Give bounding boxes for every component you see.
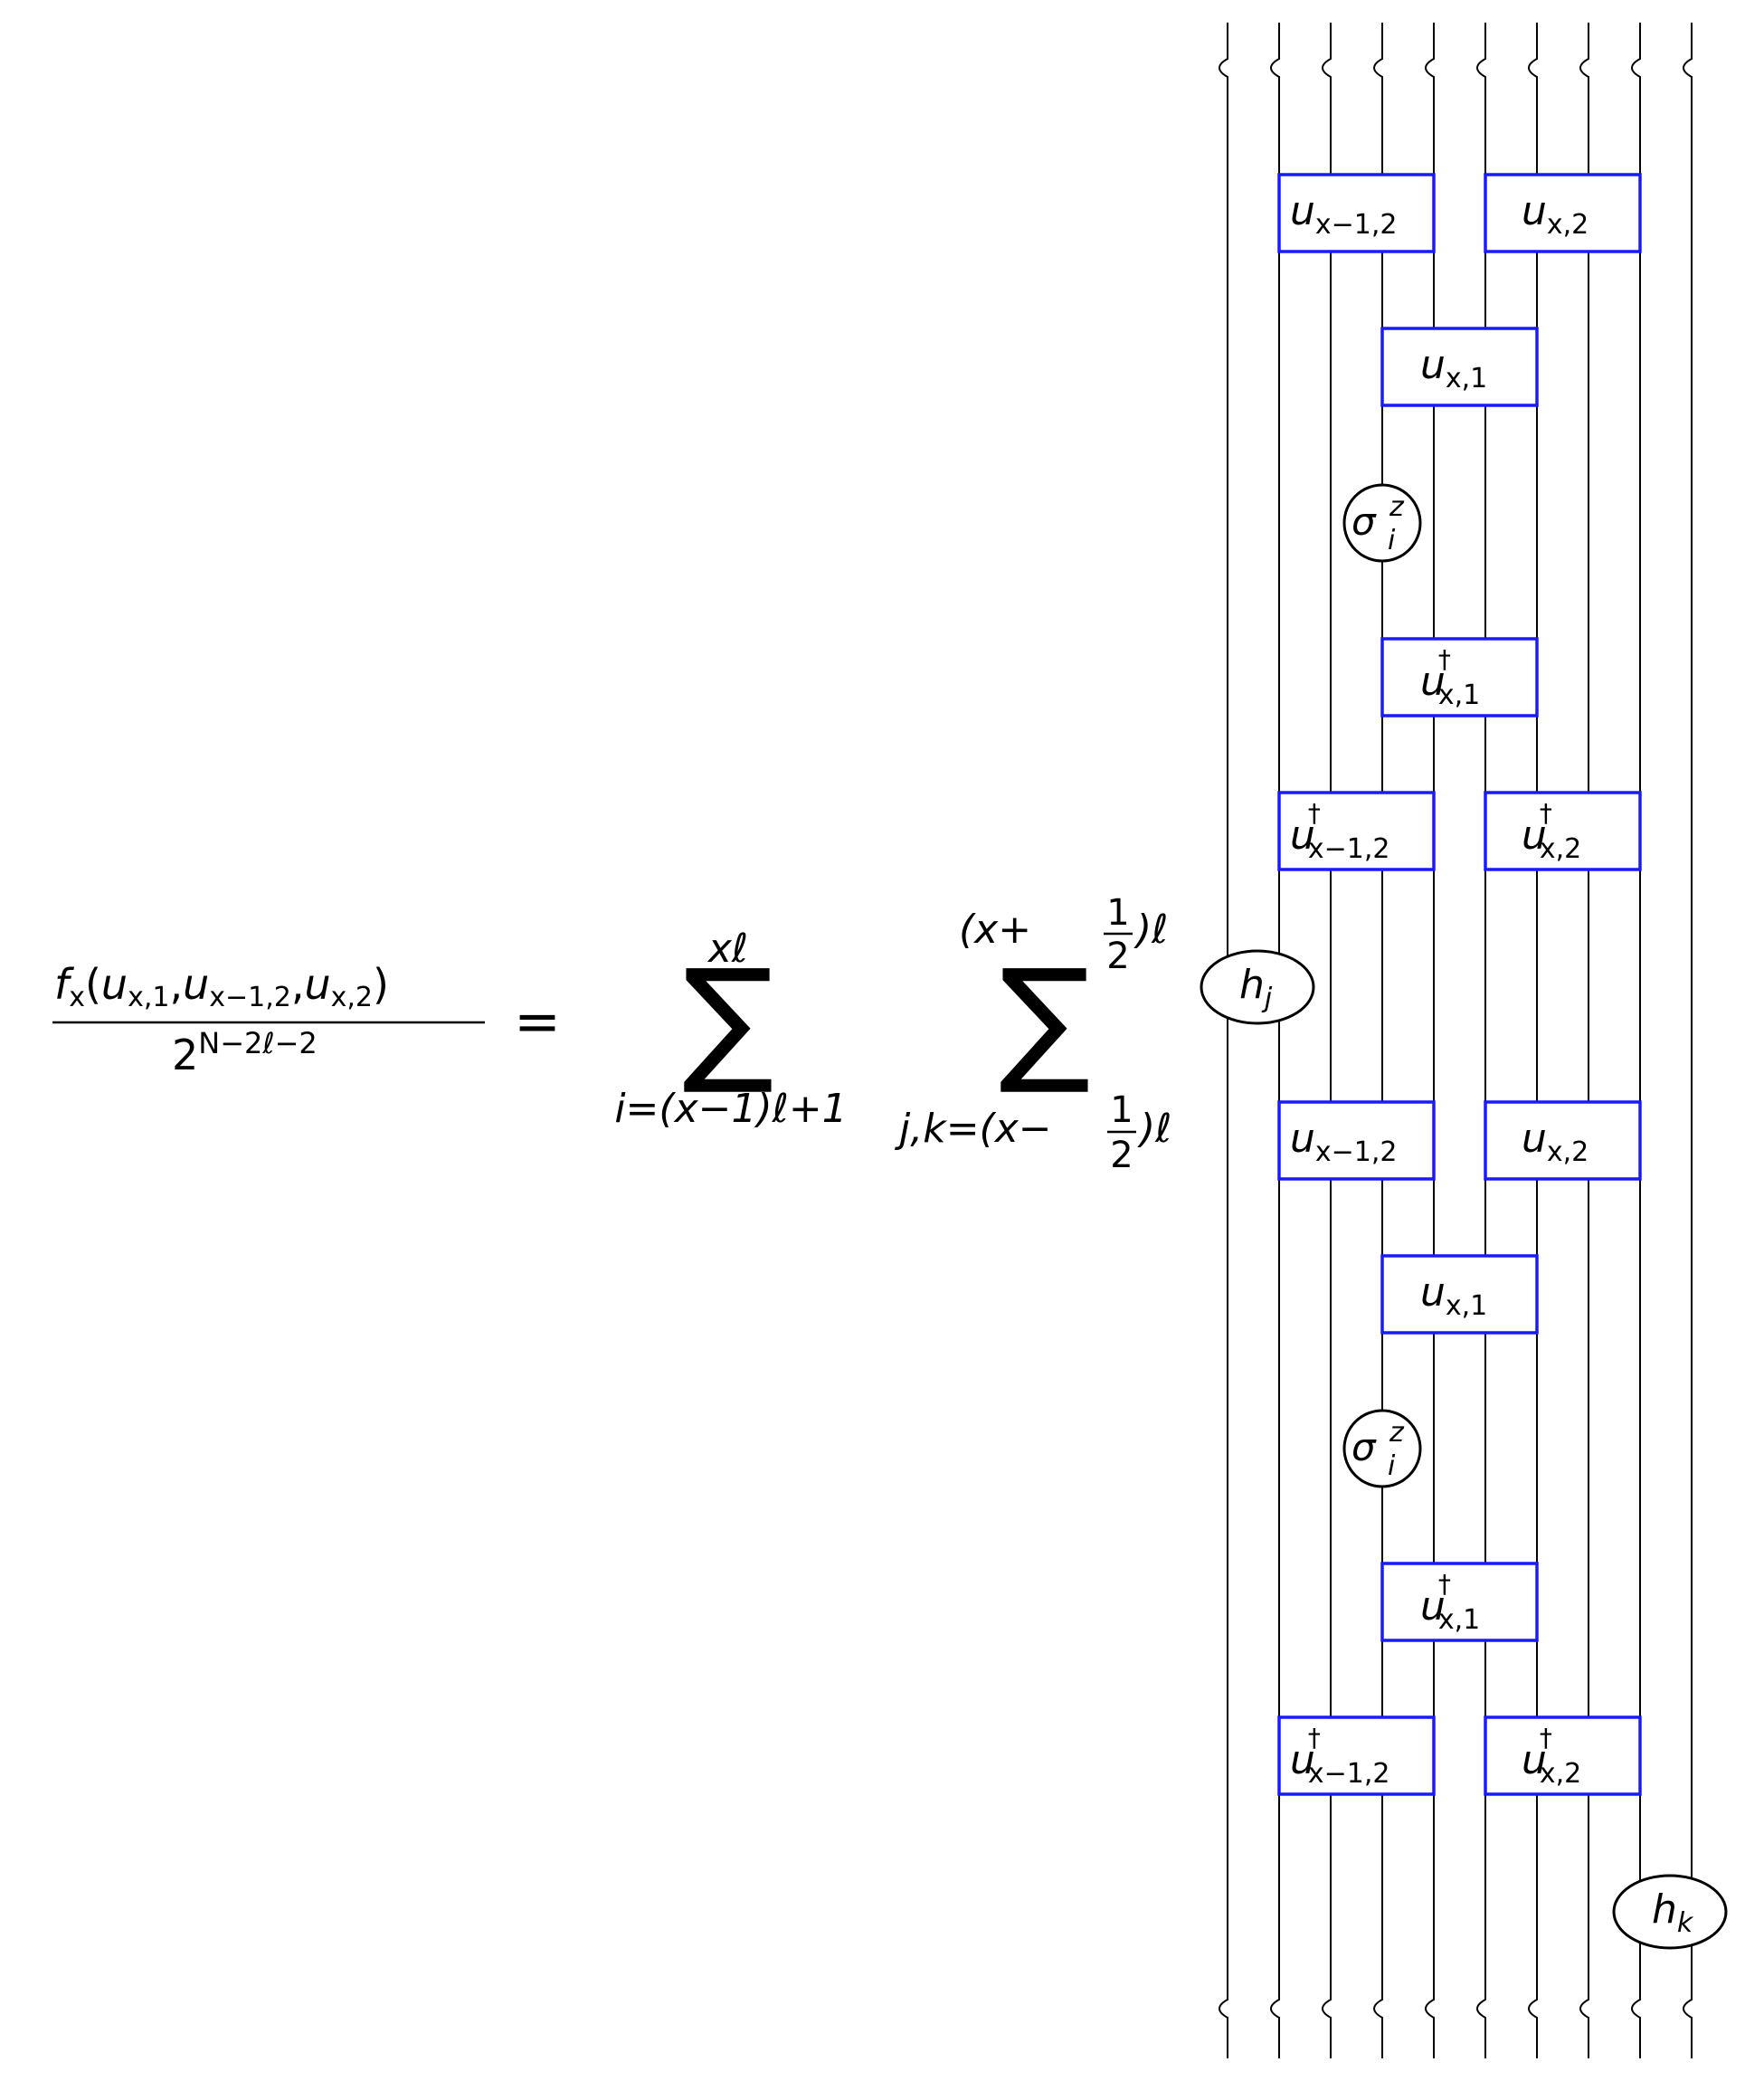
sum2-lower-a: j,k=(x− <box>895 1106 1052 1152</box>
sum1-symbol: ∑ <box>682 941 773 1098</box>
svg-text:ux−1,2: ux−1,2 <box>1290 1116 1398 1168</box>
svg-text:ux,1: ux,1 <box>1420 1269 1487 1322</box>
gate-u-x-1-2-top: ux−1,2 <box>1277 173 1436 253</box>
wire-2 <box>1270 23 1280 2058</box>
sum1-lower-limit: i=(x−1)ℓ+1 <box>614 1086 847 1132</box>
svg-text:u†x,2: u†x,2 <box>1522 1723 1581 1790</box>
gate-u-x1-dagger-top: u†x,1 <box>1380 637 1539 717</box>
sum2-symbol: ∑ <box>999 941 1090 1098</box>
h-k-operator: hk <box>1612 1874 1728 1950</box>
wire-8 <box>1579 23 1589 2058</box>
wire-7 <box>1528 23 1538 2058</box>
svg-text:u†x,1: u†x,1 <box>1420 1569 1480 1636</box>
gate-u-x2-dagger-bottom: u†x,2 <box>1484 1715 1642 1796</box>
sum2-upper-num: 1 <box>1106 892 1129 934</box>
wire-1 <box>1219 23 1228 2058</box>
sum2-upper-b: )ℓ <box>1133 907 1168 953</box>
svg-text:u†x,1: u†x,1 <box>1420 644 1480 711</box>
sum2-upper-a: (x+ <box>959 907 1031 953</box>
wire-10 <box>1683 23 1693 2058</box>
sum-over-i: xℓ ∑ i=(x−1)ℓ+1 <box>614 926 847 1132</box>
svg-text:z: z <box>1389 491 1405 523</box>
svg-text:hk: hk <box>1652 1886 1694 1939</box>
gate-u-x2-dagger-top: u†x,2 <box>1484 791 1642 871</box>
circuit-wires <box>1219 23 1693 2058</box>
wire-5 <box>1425 23 1435 2058</box>
gate-u-x-1-2-dagger-top: u†x−1,2 <box>1277 791 1436 871</box>
sum-over-j-k: (x+ 1 2 )ℓ ∑ j,k=(x− 1 2 )ℓ <box>895 892 1171 1176</box>
sigma-z-top: σ z i <box>1342 483 1422 563</box>
gate-u-x1-top: ux,1 <box>1380 327 1539 407</box>
h-j-operator: hj <box>1200 949 1315 1025</box>
lhs-denominator: 2N−2ℓ−2 <box>172 1026 318 1079</box>
equals-sign: = <box>514 988 561 1054</box>
svg-text:i: i <box>1388 525 1396 556</box>
gate-u-x1-bottom: ux,1 <box>1380 1254 1539 1335</box>
sum2-lower-b: )ℓ <box>1137 1106 1171 1152</box>
svg-text:u†x−1,2: u†x−1,2 <box>1290 1723 1390 1790</box>
svg-text:z: z <box>1389 1417 1405 1449</box>
wire-9 <box>1631 23 1641 2058</box>
sigma-z-bottom: σ z i <box>1342 1409 1422 1488</box>
gate-u-x-1-2-dagger-bottom: u†x−1,2 <box>1277 1715 1436 1796</box>
svg-text:ux,1: ux,1 <box>1420 342 1487 394</box>
svg-text:hj: hj <box>1239 962 1273 1014</box>
svg-text:ux,2: ux,2 <box>1522 1116 1589 1168</box>
wire-3 <box>1322 23 1332 2058</box>
lhs-fraction: fx(ux,1,ux−1,2,ux,2) 2N−2ℓ−2 <box>52 960 485 1079</box>
svg-text:ux,2: ux,2 <box>1522 188 1589 241</box>
gate-u-x2-top: ux,2 <box>1484 173 1642 253</box>
sum2-lower-den: 2 <box>1110 1135 1133 1176</box>
svg-text:u†x−1,2: u†x−1,2 <box>1290 798 1390 865</box>
svg-text:σ: σ <box>1351 1425 1377 1469</box>
svg-text:σ: σ <box>1351 499 1377 544</box>
gate-u-x1-dagger-bottom: u†x,1 <box>1380 1562 1539 1642</box>
svg-text:i: i <box>1388 1450 1396 1482</box>
gate-u-x-1-2-bottom: ux−1,2 <box>1277 1100 1436 1181</box>
wire-4 <box>1373 23 1383 2058</box>
sum2-upper-den: 2 <box>1106 936 1129 977</box>
sum2-lower-num: 1 <box>1110 1089 1133 1131</box>
svg-text:ux−1,2: ux−1,2 <box>1290 188 1398 241</box>
wire-6 <box>1476 23 1486 2058</box>
svg-text:u†x,2: u†x,2 <box>1522 798 1581 865</box>
lhs-numerator: fx(ux,1,ux−1,2,ux,2) <box>54 960 389 1013</box>
gate-u-x2-bottom: ux,2 <box>1484 1100 1642 1181</box>
sum1-upper-limit: xℓ <box>707 926 748 972</box>
